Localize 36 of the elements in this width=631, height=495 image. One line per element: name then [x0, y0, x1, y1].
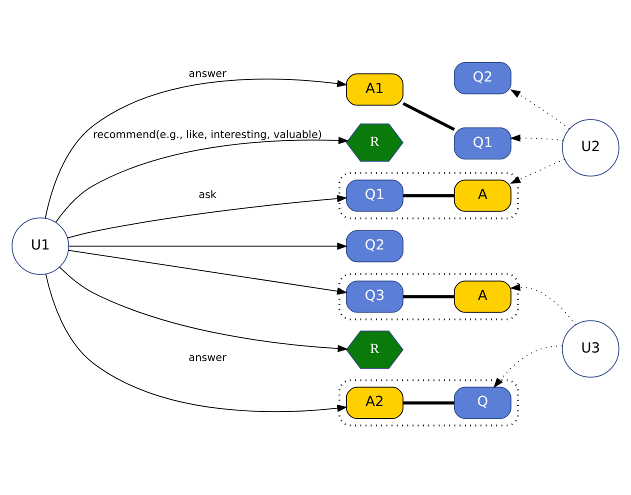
- edge-label: answer: [188, 68, 226, 80]
- node-box: A: [454, 180, 512, 212]
- connector: [403, 194, 454, 198]
- node-box: A1: [346, 73, 404, 106]
- node-circle: U3: [562, 320, 620, 378]
- edge-label: ask: [198, 188, 216, 201]
- arrow: [67, 195, 348, 238]
- node-box: A: [454, 280, 512, 313]
- edge-label: answer: [188, 352, 226, 364]
- arrow: [510, 89, 570, 130]
- arrow: [510, 158, 565, 184]
- node-box: Q1: [454, 127, 512, 160]
- arrow: [510, 284, 576, 326]
- arrow: [44, 78, 348, 219]
- connector: [403, 295, 454, 298]
- node-box: Q3: [346, 280, 404, 313]
- connector: [403, 401, 454, 404]
- node-box: Q: [454, 386, 512, 420]
- node-box: A2: [346, 386, 404, 420]
- edge-label: recommend(e.g., like, interesting, valuable): [93, 128, 322, 141]
- cluster: [338, 172, 519, 220]
- arrow: [59, 266, 348, 352]
- arrow: [68, 242, 348, 250]
- node-circle: U1: [12, 217, 70, 275]
- node-box: Q1: [346, 180, 404, 212]
- arrow: [55, 136, 349, 223]
- arrow: [45, 274, 348, 412]
- arrow: [493, 346, 563, 388]
- node-box: Q2: [346, 230, 404, 262]
- arrow: [68, 250, 348, 295]
- arrow: [510, 134, 564, 142]
- cluster: [338, 379, 519, 426]
- node-box: Q2: [454, 62, 512, 94]
- connector: [402, 102, 455, 131]
- node-circle: U2: [562, 119, 620, 177]
- cluster: [338, 273, 519, 320]
